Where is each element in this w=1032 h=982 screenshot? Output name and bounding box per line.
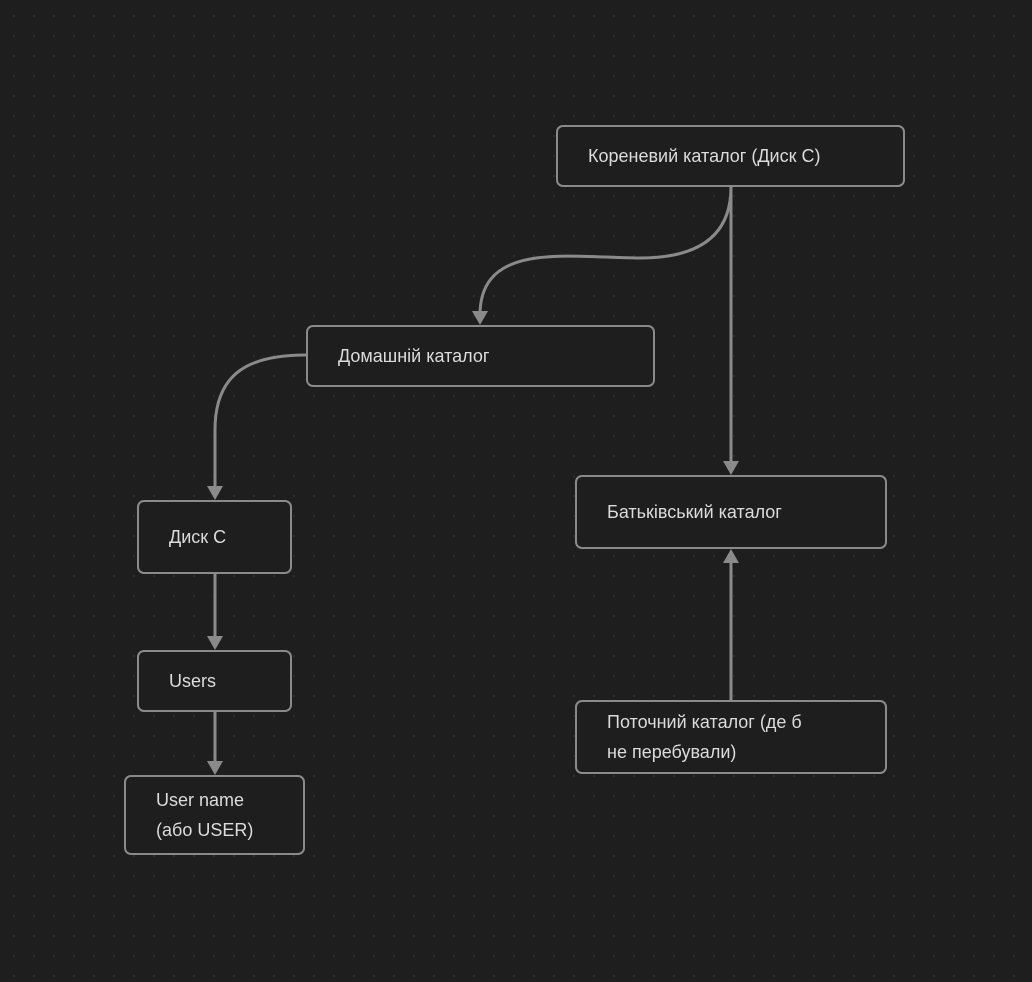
node-root-directory[interactable]: Кореневий каталог (Диск С) bbox=[556, 125, 905, 187]
arrowhead-home bbox=[472, 311, 488, 325]
edge-home-to-diskc bbox=[213, 353, 307, 490]
node-label: User name (або USER) bbox=[156, 790, 254, 840]
node-label: Домашній каталог bbox=[338, 346, 490, 366]
node-label: Батьківський каталог bbox=[607, 502, 782, 522]
node-current-directory[interactable]: Поточний каталог (де б не перебували) bbox=[575, 700, 887, 774]
node-parent-directory[interactable]: Батьківський каталог bbox=[575, 475, 887, 549]
arrowhead-diskc bbox=[207, 486, 223, 500]
node-disk-c[interactable]: Диск C bbox=[137, 500, 292, 574]
node-label: Поточний каталог (де б не перебували) bbox=[607, 712, 802, 762]
arrowhead-parent-bottom bbox=[723, 549, 739, 563]
node-label: Users bbox=[169, 671, 217, 691]
node-users[interactable]: Users bbox=[137, 650, 292, 712]
arrowhead-users bbox=[207, 636, 223, 650]
edge-root-to-home bbox=[478, 186, 733, 316]
arrowhead-parent-top bbox=[723, 461, 739, 475]
arrowhead-username bbox=[207, 761, 223, 775]
node-home-directory[interactable]: Домашній каталог bbox=[306, 325, 655, 387]
node-user-name[interactable]: User name (або USER) bbox=[124, 775, 305, 855]
node-label: Кореневий каталог (Диск С) bbox=[588, 146, 821, 166]
node-label: Диск C bbox=[169, 527, 227, 547]
